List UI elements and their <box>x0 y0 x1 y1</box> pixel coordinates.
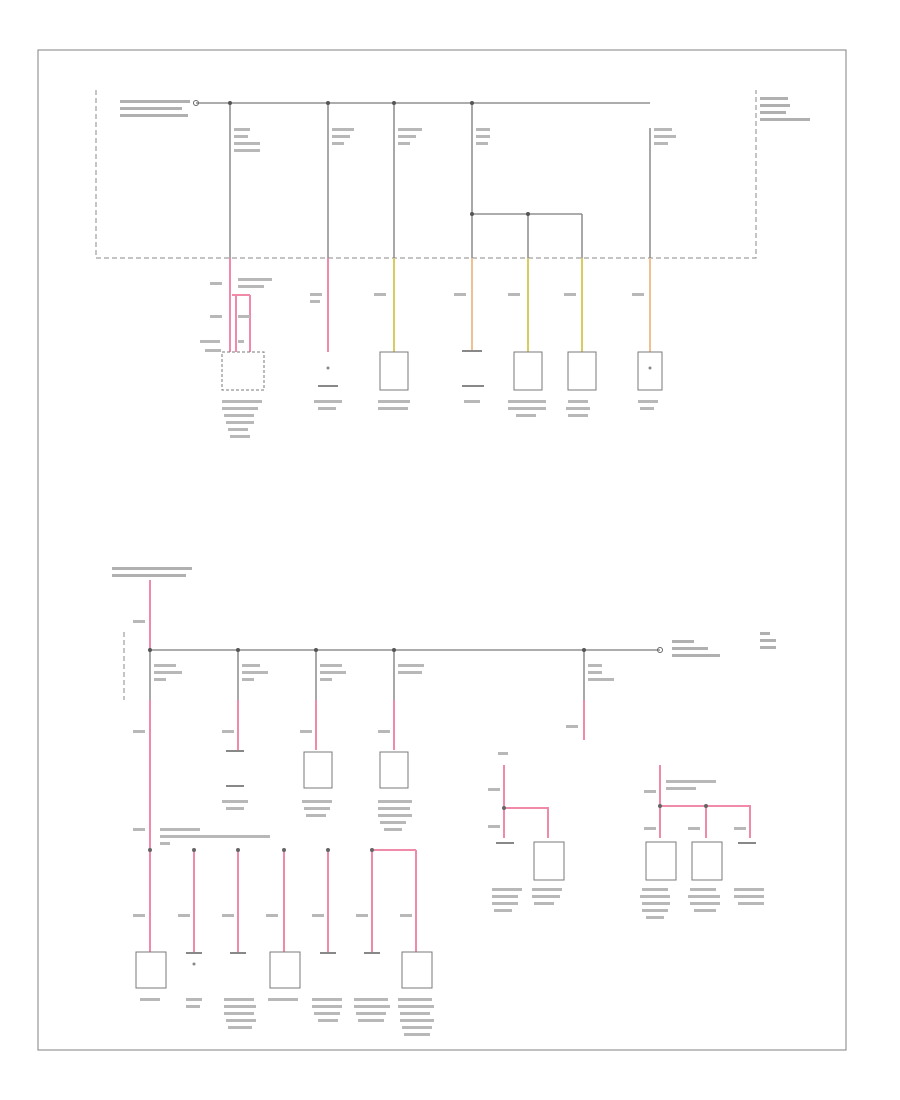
bottom-feed-wire-label <box>133 620 145 623</box>
top-right-source-label <box>760 97 810 121</box>
top-fuse-drops <box>229 103 651 258</box>
top-junction-dots <box>228 101 530 216</box>
bottom-junction-dots-2 <box>148 804 708 852</box>
top-bus-terminal <box>193 100 199 106</box>
bottom-source-label <box>112 567 192 577</box>
bottom-fuse-labels <box>154 664 614 681</box>
bottom-output-wires <box>149 700 751 952</box>
bottom-components <box>135 751 723 989</box>
bottom-component-labels <box>140 800 764 1036</box>
bottom-wire-color-labels <box>133 725 746 917</box>
bottom-fuse-drops <box>149 650 585 720</box>
top-component-labels <box>222 400 658 438</box>
top-component-marks <box>318 350 652 387</box>
bottom-bus-terminal <box>657 647 663 653</box>
top-left-source-label <box>120 100 190 117</box>
top-wire-color-labels <box>200 278 644 352</box>
underhood-fuse-block-outline <box>95 90 757 259</box>
bottom-component-marks <box>186 750 756 966</box>
top-output-wires <box>229 258 651 352</box>
top-components <box>221 351 663 391</box>
top-fuse-labels <box>234 128 676 152</box>
bottom-junction-dots <box>148 648 586 652</box>
diagram-frame <box>37 49 847 1051</box>
bottom-right-source-label <box>672 632 776 657</box>
